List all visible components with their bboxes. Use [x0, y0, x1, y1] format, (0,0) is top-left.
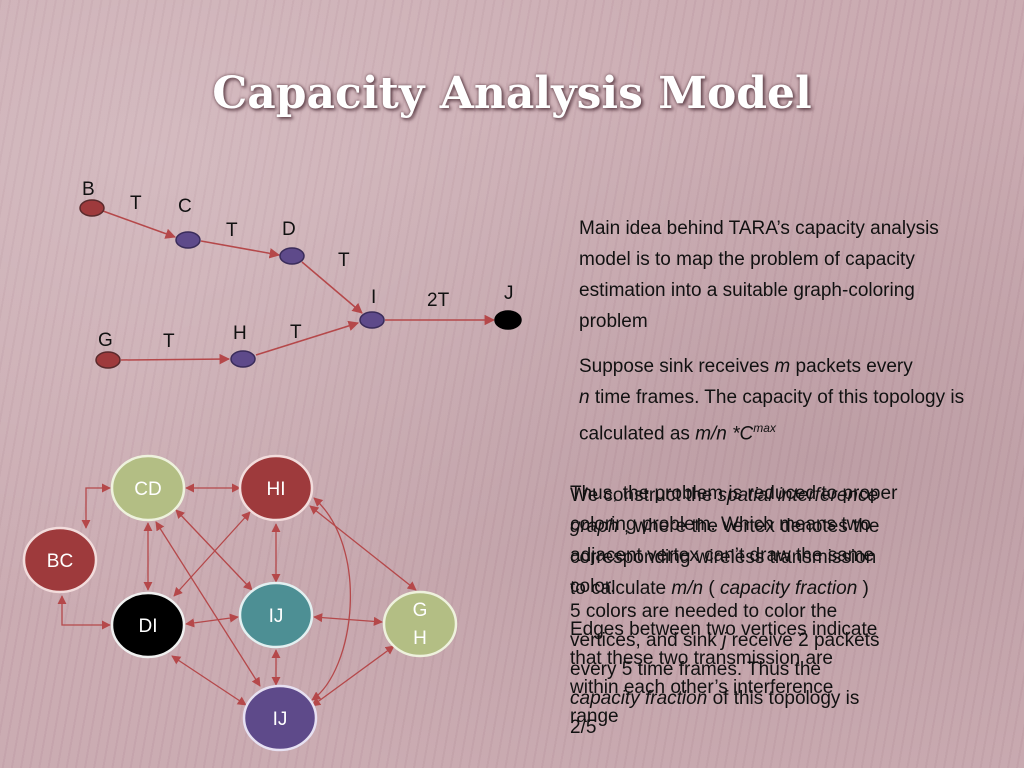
label-node-j: J — [504, 283, 514, 304]
vertex-label-cd: CD — [134, 479, 161, 500]
paragraph-main-idea: Main idea behind TARA’s capacity analysi… — [579, 218, 939, 332]
colors-line-2: vertices, and sink j receive 2 packets — [570, 630, 880, 651]
edge-g-h — [120, 353, 231, 365]
label-node-b: B — [82, 179, 95, 200]
construct-line-3: corresponding wireless transmission — [570, 547, 877, 568]
colors-line-4: capacity fraction of this topology is — [570, 688, 860, 709]
interference-vertices — [22, 454, 458, 752]
capacity-formula-sup: max — [753, 421, 776, 435]
node-g — [95, 351, 121, 369]
label-edge-g-h: T — [163, 331, 175, 352]
ie-di-ij — [185, 613, 239, 628]
interference-vertex-labels: CD HI BC DI IJ G H IJ — [47, 479, 428, 730]
ie-hi-ij2-curve — [311, 497, 351, 701]
node-d — [279, 247, 305, 265]
reduction-line-3: adjacent vertex can’t draw the same — [570, 545, 875, 566]
label-edge-c-d: T — [226, 220, 238, 241]
ie-bc-cd — [81, 483, 111, 529]
vertex-ij — [238, 581, 314, 649]
reduction-line-4: color. — [570, 576, 616, 597]
capacity-formula: m/n *C — [695, 423, 754, 445]
label-edge-i-j: 2T — [427, 290, 450, 311]
edges-line-2: that these two transmission are — [570, 648, 833, 669]
capacity-text-3: time frames. The capacity of this topolo… — [579, 387, 965, 445]
edge-c-d — [200, 240, 281, 259]
construct-line-4: to calculate m/n ( capacity fraction ) — [570, 578, 869, 599]
edges-line-3: within each other’s interference — [570, 677, 834, 698]
label-node-c: C — [178, 196, 192, 217]
reduction-line-2: coloring problem. Which means two — [570, 514, 871, 535]
node-c — [175, 231, 201, 249]
edges-line-4: range — [570, 706, 619, 727]
colors-line-1: 5 colors are needed to color the — [570, 601, 838, 622]
capacity-text-1: Suppose sink receives — [579, 356, 775, 377]
text-layer-colors: 5 colors are needed to color the vertice… — [570, 597, 985, 742]
topology-nodes — [79, 199, 522, 369]
label-edge-h-i: T — [290, 322, 302, 343]
node-h — [230, 350, 256, 368]
topology-graph — [102, 210, 496, 365]
reduction-line-1: Thus, the problem is reduced to proper — [570, 483, 898, 504]
vertex-label-ij: IJ — [269, 606, 284, 627]
construct-line-1: We construct the spatial interference — [570, 485, 879, 506]
label-edge-b-c: T — [130, 193, 142, 214]
vertex-bc — [22, 526, 98, 594]
text-layer-construct: We construct the spatial interference gr… — [570, 480, 985, 604]
edges-line-1: Edges between two vertices indicate — [570, 619, 878, 640]
vertex-label-ij2: IJ — [273, 709, 288, 730]
edge-d-i — [301, 261, 363, 314]
topology-labels: B C D I J G H T T T 2T T T — [82, 179, 514, 352]
edge-h-i — [255, 320, 360, 356]
vertex-ij2 — [242, 684, 318, 752]
vertex-gh — [382, 590, 458, 658]
vertex-label-di: DI — [139, 616, 158, 637]
ie-cd-ij2 — [155, 521, 261, 687]
edge-b-c — [102, 210, 176, 239]
text-layer-edges: Edges between two vertices indicate that… — [570, 615, 985, 731]
paragraph-capacity: Suppose sink receives m packets every n … — [579, 351, 989, 449]
vertex-label-bc: BC — [47, 551, 73, 572]
construct-line-2: graph , where the vertex denotes the — [570, 516, 880, 537]
node-b — [79, 199, 105, 217]
vertex-label-h: H — [413, 628, 427, 649]
text-layer-reduction: Thus, the problem is reduced to proper c… — [570, 478, 985, 602]
label-node-i: I — [371, 287, 376, 308]
interference-edges — [57, 483, 417, 707]
ie-hi-gh — [309, 505, 417, 591]
capacity-text-2: packets every — [790, 356, 913, 377]
capacity-var-m: m — [774, 356, 791, 377]
colors-line-5: 2/5 — [570, 717, 597, 738]
vertex-hi — [238, 454, 314, 522]
label-node-g: G — [98, 330, 113, 351]
node-i — [359, 311, 385, 329]
node-j — [494, 310, 522, 330]
slide-title: Capacity Analysis Model — [212, 68, 812, 119]
ie-gh-ij2 — [311, 645, 395, 707]
vertex-cd — [110, 454, 186, 522]
vertex-label-g: G — [413, 600, 428, 621]
ie-hi-di — [173, 511, 251, 597]
vertex-di — [110, 591, 186, 659]
label-node-d: D — [282, 219, 296, 240]
label-node-h: H — [233, 323, 247, 344]
capacity-var-n: n — [579, 387, 590, 408]
ie-di-ij2 — [171, 655, 247, 706]
ie-bc-di — [57, 595, 111, 630]
vertex-label-hi: HI — [267, 479, 286, 500]
ie-ij-gh — [313, 613, 383, 626]
label-edge-d-i: T — [338, 250, 350, 271]
colors-line-3: every 5 time frames. Thus the — [570, 659, 821, 680]
